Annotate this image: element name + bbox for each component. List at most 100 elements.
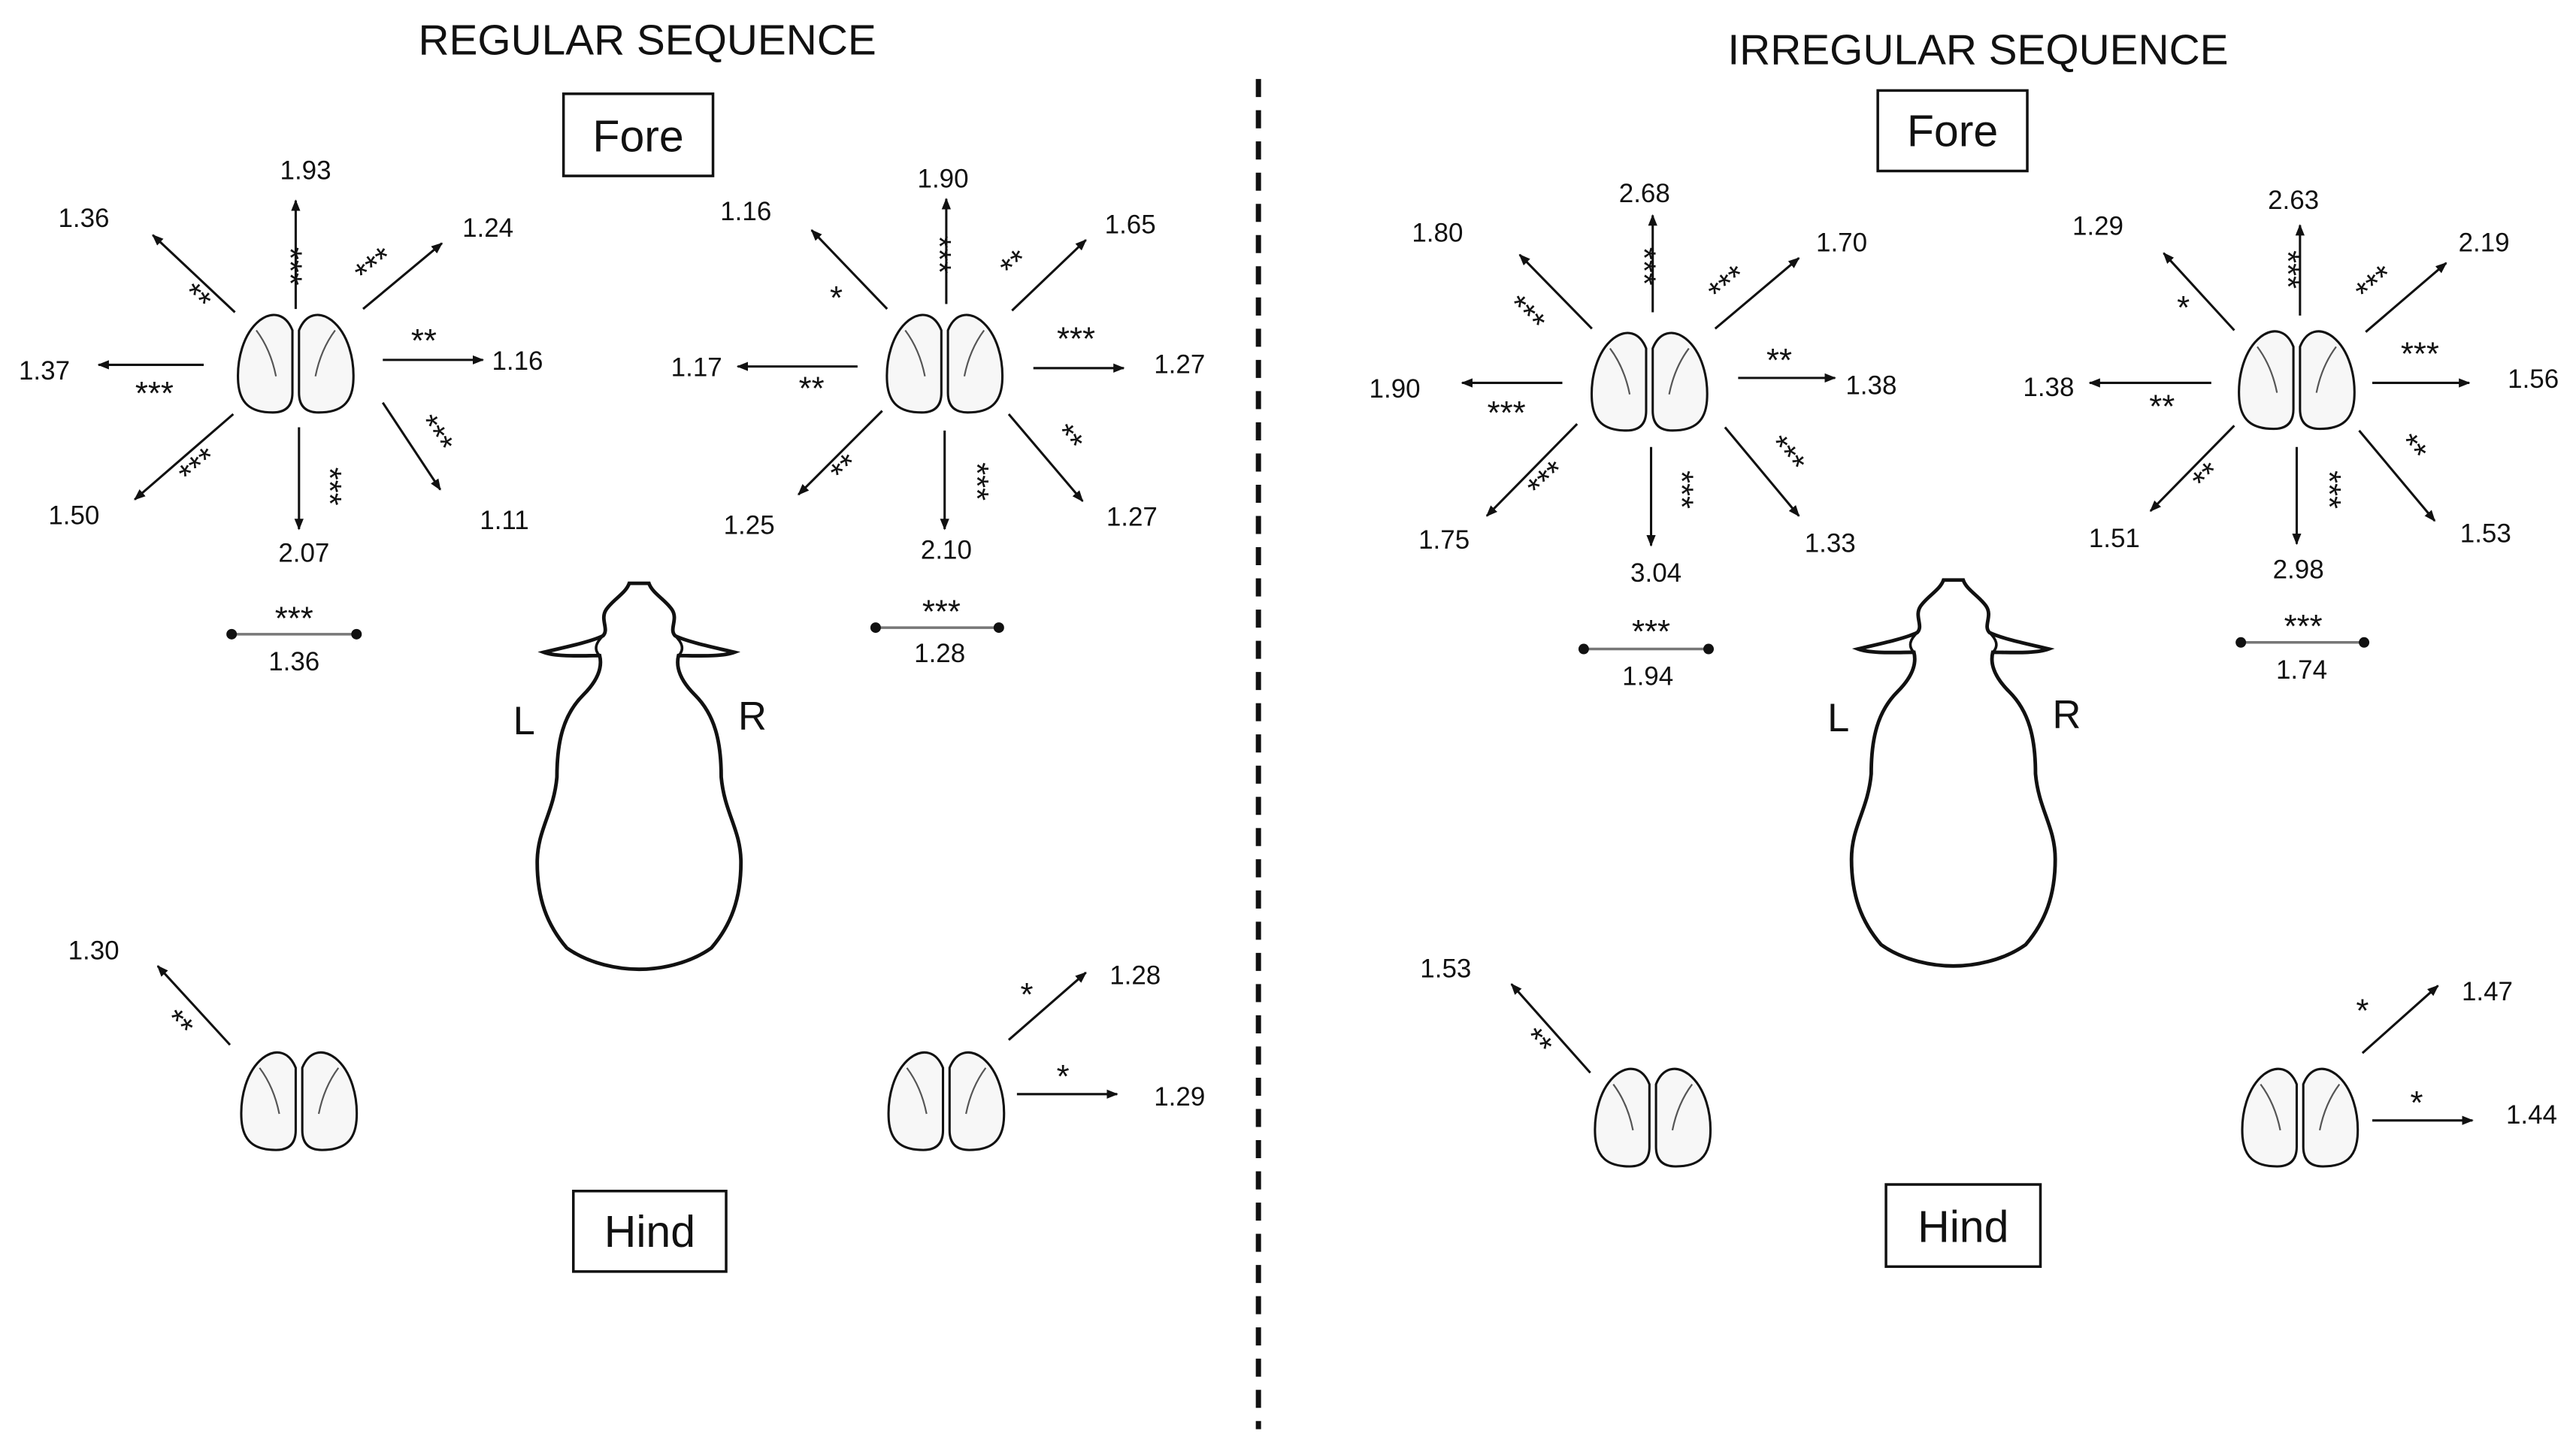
significance-stars: **: [799, 370, 825, 407]
arrow-line: [2149, 425, 2235, 513]
arrow-value: 1.29: [2072, 212, 2123, 241]
significance-stars: ***: [172, 440, 226, 493]
dumbbell-bar: *** 1.74: [2235, 608, 2370, 685]
arrow-line: [2361, 985, 2439, 1054]
significance-stars: ***: [1499, 288, 1552, 341]
side-label-left: L: [513, 700, 535, 743]
hoof-icon: [1590, 331, 1709, 432]
hoof-icon: [2238, 330, 2356, 431]
arrow-value: 1.30: [68, 936, 120, 966]
arrow-nw: 1.30 **: [68, 936, 232, 1046]
arrow-se: 1.33 ***: [1724, 426, 1856, 558]
significance-stars: ***: [2401, 335, 2439, 372]
arrow-line: [1714, 257, 1800, 330]
arrow-ne: 1.70 ***: [1701, 228, 1867, 330]
hoof-group-left-hind: 1.30 **: [68, 936, 359, 1151]
arrow-nw: 1.29 *: [2072, 212, 2235, 331]
arrow-value: 1.80: [1412, 218, 1463, 247]
arrow-value: 1.56: [2508, 365, 2559, 394]
arrow-line: [1007, 413, 1084, 502]
hoof-group-right-fore: 1.90 *** 1.65 ** 1.27 *** 1.27 ** 2.10: [671, 164, 1206, 668]
arrow-value: 1.90: [1370, 374, 1421, 404]
arrow-sw: 1.51 **: [2089, 425, 2235, 553]
arrow-line: [1724, 426, 1800, 517]
arrow-value: 1.25: [724, 511, 775, 540]
hind-label: Hind: [604, 1207, 695, 1257]
arrow-ne: 1.28 *: [1007, 960, 1161, 1041]
arrow-value: 1.37: [19, 356, 70, 386]
arrow-e: 1.56 ***: [2372, 335, 2559, 394]
significance-stars: **: [1046, 416, 1090, 460]
significance-stars: **: [2390, 427, 2434, 470]
bar-end: [2359, 637, 2370, 648]
bar-value: 1.36: [268, 647, 319, 676]
arrow-value: 2.07: [278, 539, 329, 568]
significance-stars: ***: [1625, 247, 1662, 286]
arrow-value: 1.24: [462, 213, 513, 243]
panel-title: IRREGULAR SEQUENCE: [1727, 26, 2228, 74]
bar-stars: ***: [275, 600, 313, 637]
arrow-line: [1518, 253, 1593, 330]
significance-stars: *: [2410, 1085, 2423, 1121]
significance-stars: **: [2185, 455, 2229, 499]
arrow-e: 1.44 *: [2372, 1085, 2557, 1130]
arrow-value: 1.27: [1154, 349, 1205, 379]
arrow-value: 1.38: [2023, 373, 2074, 402]
significance-stars: **: [156, 1002, 201, 1046]
hoof-icon: [2241, 1067, 2360, 1168]
arrow-se: 1.27 **: [1007, 413, 1158, 532]
significance-stars: *: [2356, 993, 2369, 1030]
arrow-e: 1.27 ***: [1033, 321, 1205, 379]
arrow-value: 1.44: [2506, 1100, 2557, 1130]
side-label-right: R: [738, 695, 767, 739]
arrow-value: 2.19: [2459, 228, 2510, 258]
bar-value: 1.28: [914, 639, 965, 668]
arrow-s: 2.10 ***: [921, 430, 995, 564]
hoof-icon: [885, 313, 1004, 414]
arrow-value: 1.29: [1154, 1082, 1205, 1112]
bar-stars: ***: [1632, 613, 1670, 650]
arrow-value: 1.38: [1845, 371, 1896, 401]
arrow-value: 1.16: [492, 346, 543, 376]
arrow-value: 2.98: [2273, 555, 2324, 585]
panel-regular: REGULAR SEQUENCE Fore Hind L R 1.93 ***: [19, 17, 1206, 1273]
arrow-ne: 1.47 *: [2356, 977, 2513, 1054]
hoof-group-left-fore: 2.68 *** 1.70 *** 1.38 ** 1.33 *** 3.04: [1370, 179, 1897, 691]
bar-stars: ***: [922, 594, 961, 631]
significance-stars: **: [174, 275, 218, 319]
significance-stars: **: [411, 322, 437, 359]
significance-stars: ***: [1760, 428, 1812, 482]
arrow-value: 1.70: [1816, 228, 1867, 258]
arrow-value: 1.16: [720, 197, 771, 226]
significance-stars: ***: [921, 235, 958, 274]
arrow-line: [1485, 423, 1579, 517]
horse-outline-icon: [1849, 578, 2057, 968]
bar-value: 1.94: [1622, 662, 1673, 691]
arrow-line: [2365, 262, 2447, 333]
arrow-ne: 1.65 **: [993, 210, 1156, 312]
fore-box: [1876, 89, 2029, 173]
hind-label: Hind: [1918, 1202, 2008, 1252]
arrow-nw: 1.53 **: [1420, 954, 1591, 1074]
arrow-value: 1.93: [280, 156, 331, 185]
horse-outline-icon: [535, 581, 743, 972]
hind-box: [1884, 1183, 2042, 1269]
significance-stars: ***: [311, 467, 348, 506]
arrow-value: 1.36: [58, 204, 109, 233]
bar-end: [870, 622, 881, 634]
arrow-se: 1.11 ***: [381, 401, 529, 535]
arrow-line: [362, 242, 443, 310]
arrow-value: 2.68: [1619, 179, 1670, 208]
significance-stars: **: [993, 242, 1037, 286]
arrow-s: 2.07 ***: [278, 427, 348, 568]
significance-stars: ***: [1521, 453, 1574, 507]
hoof-group-right-fore: 2.63 *** 2.19 *** 1.56 *** 1.53 ** 2.98: [2023, 186, 2559, 685]
arrow-line: [1011, 239, 1087, 312]
arrow-sw: 1.50 ***: [48, 413, 235, 530]
significance-stars: ***: [1663, 470, 1700, 509]
bar-value: 1.74: [2276, 655, 2327, 685]
arrow-value: 1.28: [1109, 960, 1161, 990]
fore-box: [562, 92, 715, 177]
arrow-line: [134, 413, 235, 501]
